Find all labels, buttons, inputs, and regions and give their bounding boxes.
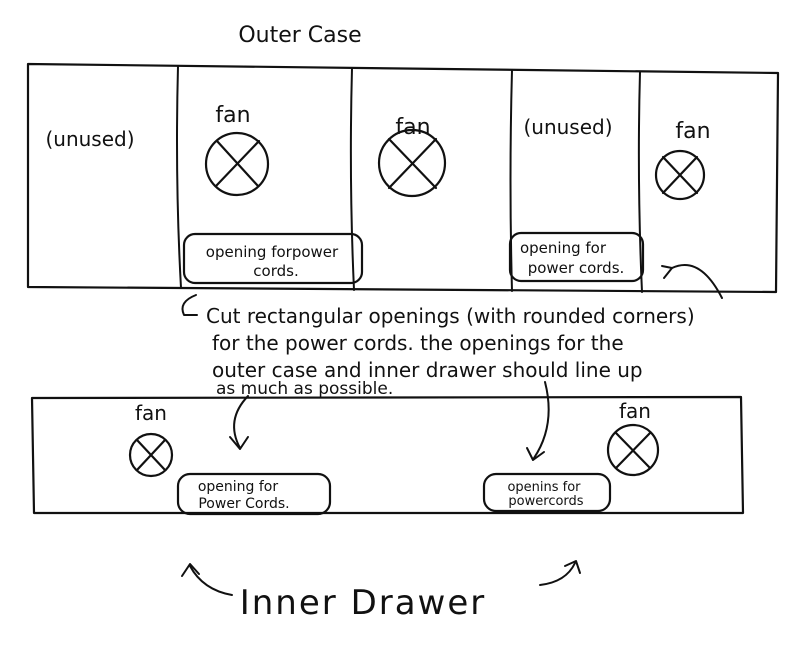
power-cord-opening	[482, 472, 612, 513]
drawer-fan-label: fan	[619, 399, 651, 423]
power-cord-opening	[176, 472, 332, 516]
arrow-icon	[526, 381, 550, 461]
instruction-line: as much as possible.	[216, 379, 393, 399]
arrow-icon	[539, 560, 581, 586]
opening-label: opening forpower	[206, 243, 339, 261]
power-cord-opening	[182, 232, 364, 285]
divider-line	[509, 69, 513, 292]
power-cord-opening	[508, 231, 645, 283]
instruction-text: Cut rectangular openings (with rounded c…	[206, 304, 695, 399]
opening-label: cords.	[253, 262, 298, 280]
fan-icon	[377, 128, 447, 198]
instruction-line: for the power cords. the openings for th…	[212, 331, 624, 355]
fan-icon	[128, 432, 174, 478]
opening-label: opening for	[198, 479, 279, 495]
fan-icon	[204, 131, 270, 197]
inner-drawer-title: Inner Drawer	[240, 583, 487, 623]
outer-case	[26, 62, 780, 294]
divider-line	[637, 71, 643, 293]
opening-label: Power Cords.	[198, 496, 289, 512]
opening-label: openins for	[507, 480, 581, 495]
outer-case-title: Outer Case	[238, 23, 361, 48]
inner-drawer-outline	[30, 395, 745, 515]
arrow-icon	[181, 294, 198, 316]
compartment-label-fan: fan	[675, 119, 710, 144]
compartment-label-unused: (unused)	[523, 115, 612, 139]
compartment-label-unused: (unused)	[45, 127, 134, 151]
divider-line	[176, 65, 182, 289]
compartment-label-fan: fan	[395, 115, 430, 140]
fan-icon	[606, 423, 660, 477]
instruction-line: outer case and inner drawer should line …	[212, 358, 643, 382]
instruction-line: Cut rectangular openings (with rounded c…	[206, 304, 695, 328]
fan-icon	[654, 149, 706, 201]
outer-case-outline	[26, 62, 780, 294]
divider-line	[349, 67, 355, 291]
opening-label: powercords	[508, 494, 583, 509]
opening-label: opening for	[520, 239, 607, 257]
opening-label: power cords.	[528, 259, 625, 277]
arrow-icon	[181, 563, 233, 596]
drawer-fan-label: fan	[135, 401, 167, 425]
arrow-icon	[229, 395, 249, 450]
compartment-label-fan: fan	[215, 103, 250, 128]
arrow-icon	[661, 263, 723, 299]
